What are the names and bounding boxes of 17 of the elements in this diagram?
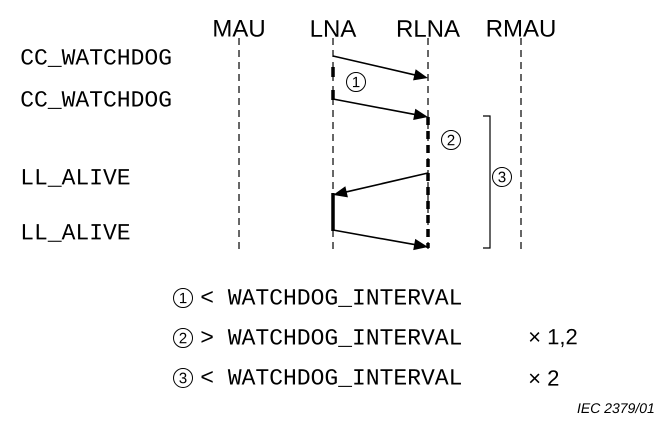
callout-number: 1 [173, 288, 193, 308]
condition-text: < WATCHDOG_INTERVAL [202, 369, 461, 387]
factor-text: × 2 [530, 370, 558, 386]
message-label: LL_ALIVE [22, 224, 130, 242]
condition-text: > WATCHDOG_INTERVAL [202, 329, 461, 347]
message-label: CC_WATCHDOG [21, 91, 171, 109]
message-label: LL_ALIVE [22, 169, 130, 187]
callout-number: 2 [173, 328, 193, 348]
callout-number: 3 [492, 167, 512, 187]
condition-text: < WATCHDOG_INTERVAL [202, 289, 461, 307]
callout-number: 1 [346, 72, 366, 92]
factor-text: × 1,2 [530, 328, 577, 348]
message-label: CC_WATCHDOG [21, 49, 171, 67]
lifeline: MAU [214, 20, 264, 250]
callout-number: 3 [173, 368, 193, 388]
callout-number: 2 [441, 130, 461, 150]
figure-reference: IEC 2379/01 [578, 402, 654, 414]
